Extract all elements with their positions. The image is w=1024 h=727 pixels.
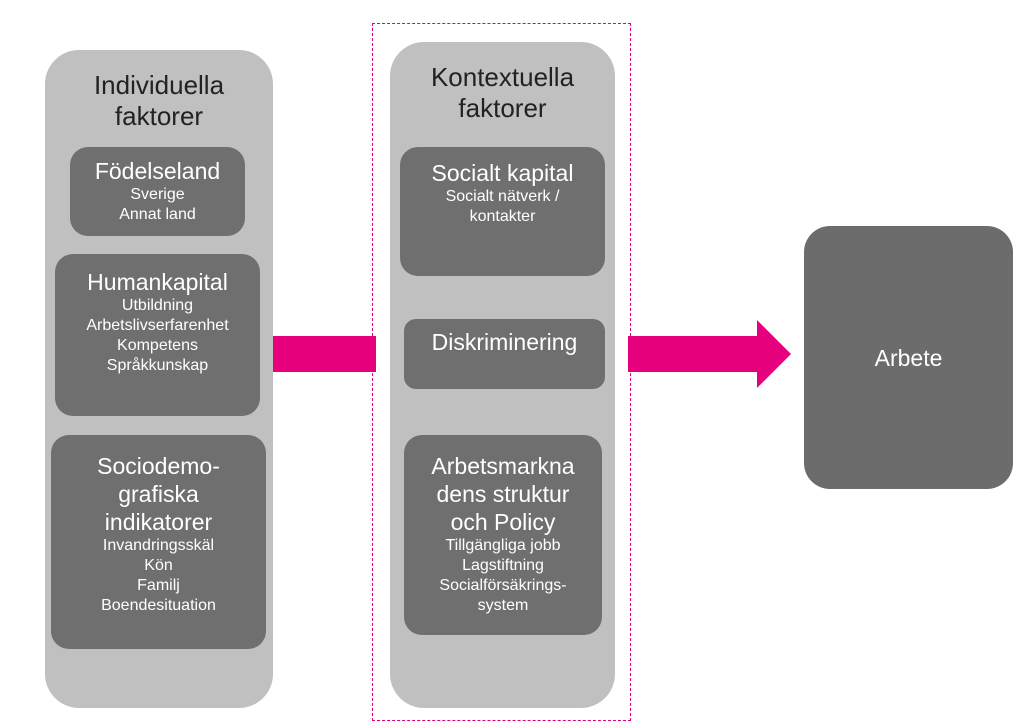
birth-country-box: Födelseland Sverige Annat land <box>70 147 245 236</box>
sociodemographic-title-line: Sociodemo- <box>97 453 220 479</box>
birth-country-item: Sverige <box>130 186 185 203</box>
labor-market-item: Lagstiftning <box>462 557 544 574</box>
sociodemographic-item: Kön <box>144 557 173 574</box>
arrow-left-segment <box>270 336 376 372</box>
sociodemographic-title-line: grafiska <box>118 481 199 507</box>
discrimination-box: Diskriminering <box>404 319 605 389</box>
labor-market-title-line: och Policy <box>450 509 556 535</box>
arrow-right-shaft <box>628 336 758 372</box>
discrimination-title: Diskriminering <box>431 329 578 355</box>
labor-market-box: Arbetsmarkna dens struktur och Policy Ti… <box>404 435 602 635</box>
contextual-dashed-frame <box>372 23 631 721</box>
labor-market-title-line: dens struktur <box>436 481 570 507</box>
sociodemographic-item: Invandringsskäl <box>102 537 215 554</box>
individual-factors-title: Individuella faktorer <box>93 70 225 131</box>
social-capital-box: Socialt kapital Socialt nätverk / kontak… <box>400 147 605 276</box>
contextual-factors-title: Kontextuella faktorer <box>430 62 575 123</box>
social-capital-item: kontakter <box>469 208 536 225</box>
labor-market-title-line: Arbetsmarkna <box>431 453 575 479</box>
labor-market-item: Tillgängliga jobb <box>445 537 561 554</box>
human-capital-item: Språkkunskap <box>106 357 209 374</box>
labor-market-item: Socialförsäkrings- <box>439 577 567 594</box>
social-capital-title: Socialt kapital <box>431 160 574 186</box>
sociodemographic-title-line: indikatorer <box>104 509 213 535</box>
sociodemographic-item: Boendesituation <box>101 597 216 614</box>
human-capital-box: Humankapital Utbildning Arbetslivserfare… <box>55 254 260 416</box>
human-capital-title: Humankapital <box>87 269 228 295</box>
human-capital-item: Kompetens <box>117 337 198 354</box>
work-outcome-box: Arbete <box>804 226 1013 489</box>
human-capital-item: Arbetslivserfarenhet <box>86 317 229 334</box>
sociodemographic-item: Familj <box>137 577 180 594</box>
arrow-head <box>757 320 791 388</box>
labor-market-item: system <box>477 597 529 614</box>
sociodemographic-box: Sociodemo- grafiska indikatorer Invandri… <box>51 435 266 649</box>
work-outcome-label: Arbete <box>874 345 943 371</box>
birth-country-title: Födelseland <box>94 158 221 184</box>
social-capital-item: Socialt nätverk / <box>445 188 560 205</box>
human-capital-item: Utbildning <box>121 297 194 314</box>
birth-country-item: Annat land <box>119 206 196 223</box>
